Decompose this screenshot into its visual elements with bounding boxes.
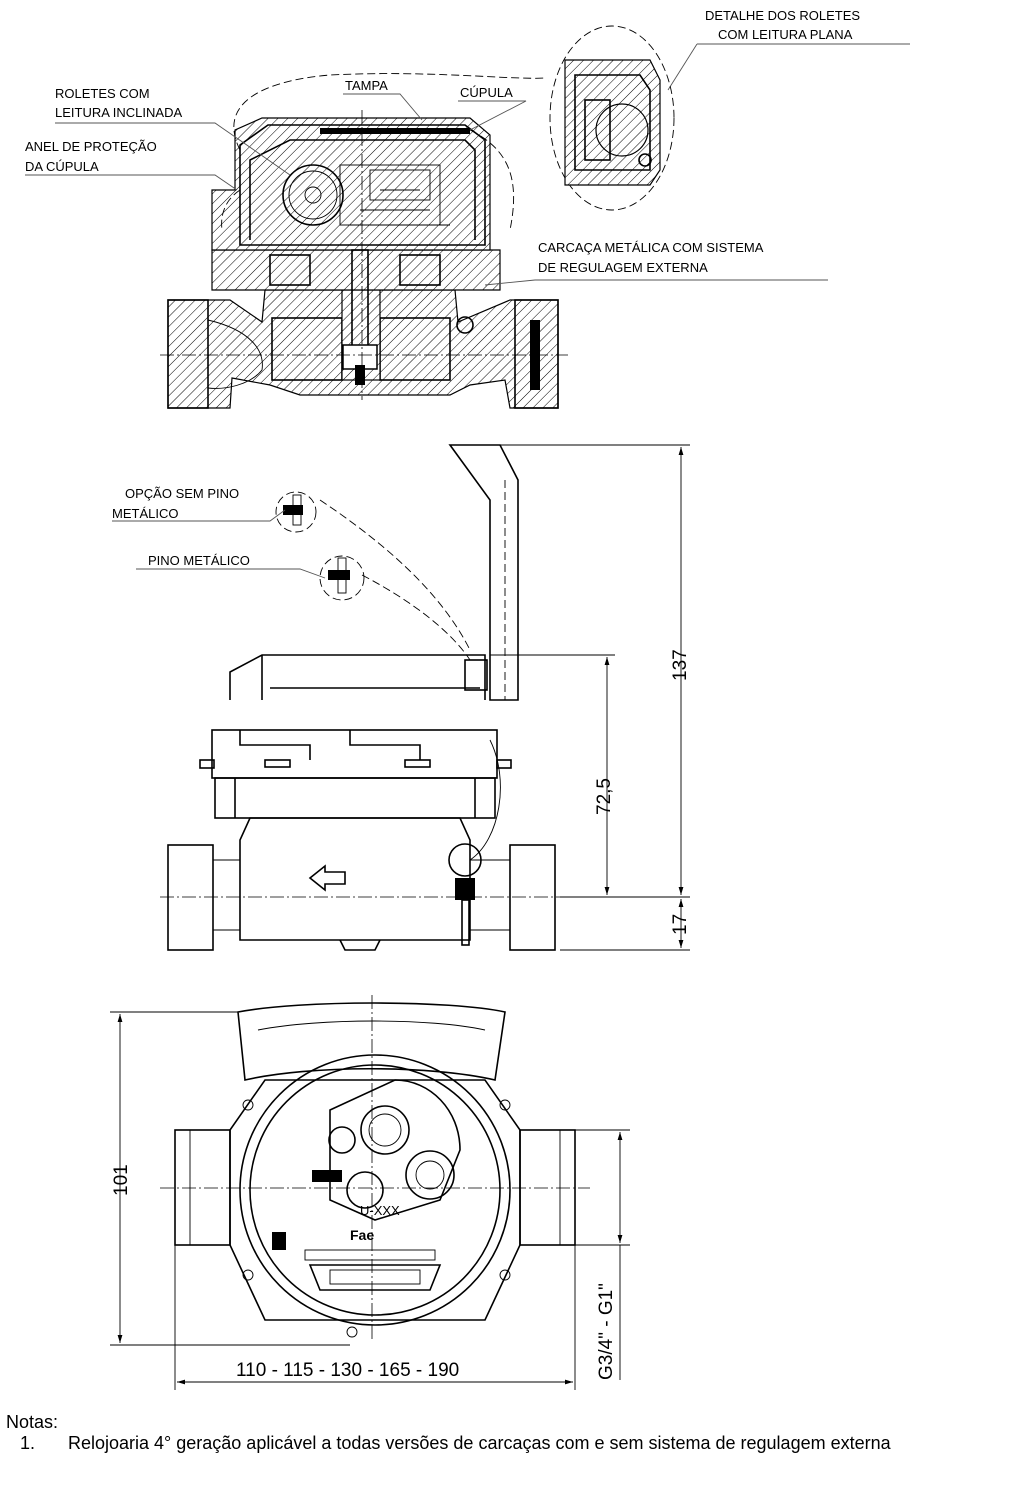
label-roletes-inclinada-2: LEITURA INCLINADA (55, 105, 182, 120)
notes-title: Notas: (6, 1412, 59, 1432)
label-detalhe-1: DETALHE DOS ROLETES (705, 8, 860, 23)
note-number: 1. (20, 1433, 36, 1453)
label-cupula: CÚPULA (460, 85, 513, 100)
label-anel-2: DA CÚPULA (25, 159, 99, 174)
label-tampa: TAMPA (345, 78, 388, 93)
dim-17: 17 (670, 914, 691, 935)
label-opcao-2: METÁLICO (112, 506, 178, 521)
note-item: 1. Relojoaria 4° geração aplicável a tod… (6, 1433, 1006, 1454)
nameplate-model: U-XXX (360, 1203, 400, 1218)
dim-lengths: 110 - 115 - 130 - 165 - 190 (236, 1360, 459, 1381)
dim-101: 101 (111, 1164, 132, 1196)
label-carcaca-1: CARCAÇA METÁLICA COM SISTEMA (538, 240, 764, 255)
side-view (112, 444, 690, 951)
label-opcao-1: OPÇÃO SEM PINO (125, 486, 239, 501)
label-roletes-inclinada-1: ROLETES COM (55, 86, 150, 101)
label-detalhe-2: COM LEITURA PLANA (718, 27, 853, 42)
section-view (25, 25, 910, 409)
note-text: Relojoaria 4° geração aplicável a todas … (68, 1433, 891, 1453)
dim-thread: G3/4" - G1" (596, 1283, 617, 1380)
label-pino: PINO METÁLICO (148, 553, 250, 568)
dim-72-5: 72,5 (594, 778, 615, 815)
label-carcaca-2: DE REGULAGEM EXTERNA (538, 260, 708, 275)
dim-137: 137 (670, 649, 691, 681)
nameplate-brand: Fae (350, 1227, 374, 1243)
label-anel-1: ANEL DE PROTEÇÃO (25, 139, 157, 154)
notes: Notas: 1. Relojoaria 4° geração aplicáve… (6, 1412, 1006, 1454)
top-view (110, 995, 630, 1390)
